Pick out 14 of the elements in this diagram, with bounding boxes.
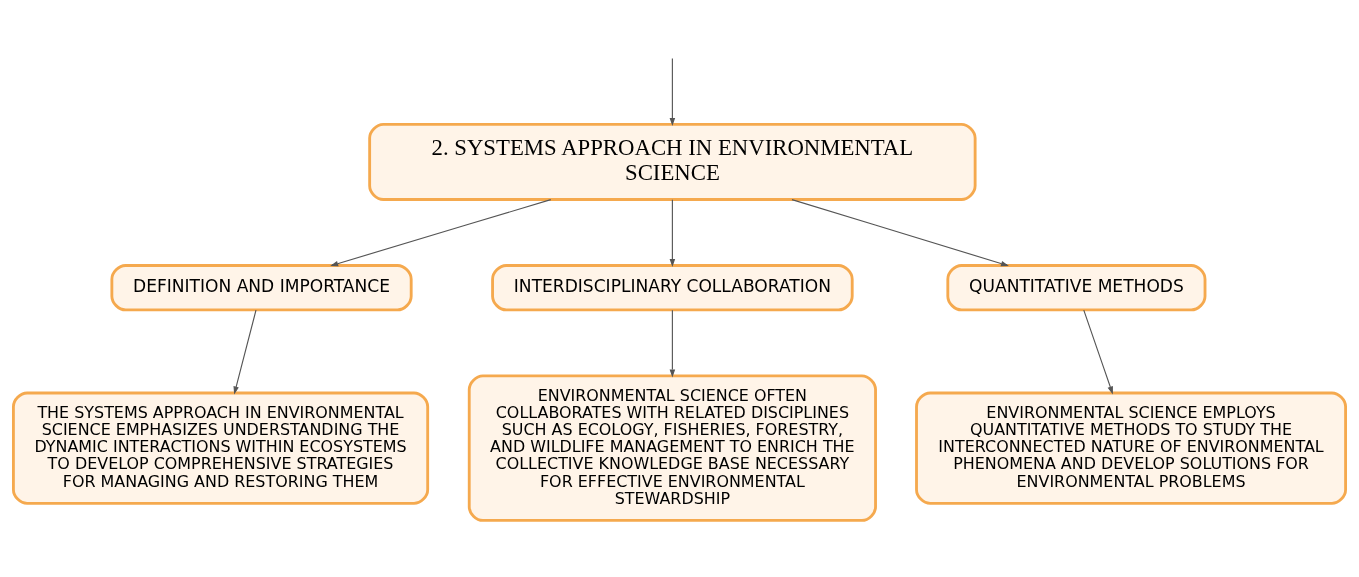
arrow: [669, 198, 676, 267]
node-box: 2. SYSTEMS APPROACH IN ENVIRONMENTAL SCIENCE: [368, 122, 977, 201]
arrow: [669, 57, 676, 126]
arrow: [669, 309, 676, 377]
arrow: [233, 309, 257, 394]
arrow: [791, 198, 1009, 266]
node-box: THE SYSTEMS APPROACH IN ENVIRONMENTAL SCIENCE EMPHASIZES UNDERSTANDING THE DYNAMIC INTERACTIONS WITHIN ECOSYSTEMS TO DEVELOP COMPREHENSIVE STRATEGIES FOR MANAGING AND RESTORING THEM: [12, 391, 430, 505]
node-box: ENVIRONMENTAL SCIENCE OFTEN COLLABORATES WITH RELATED DISCIPLINES SUCH AS ECOLOGY, FISHERIES, FORESTRY, AND WILDLIFE MANAGEMENT TO ENRICH THE COLLECTIVE KNOWLEDGE BASE NECESSARY FOR EFFECTIVE ENVIRONMENTAL STEWARDSHIP: [467, 374, 877, 522]
arrow: [330, 198, 552, 266]
node-box: ENVIRONMENTAL SCIENCE EMPLOYS QUANTITATIVE METHODS TO STUDY THE INTERCONNECTED NATURE OF ENVIRONMENTAL PHENOMENA AND DEVELOP SOLUTIONS FOR ENVIRONMENTAL PROBLEMS: [915, 391, 1347, 505]
node-box: QUANTITATIVE METHODS: [946, 263, 1207, 311]
arrow: [1083, 309, 1113, 394]
node-box: INTERDISCIPLINARY COLLABORATION: [491, 263, 854, 311]
node-box: DEFINITION AND IMPORTANCE: [110, 263, 413, 311]
